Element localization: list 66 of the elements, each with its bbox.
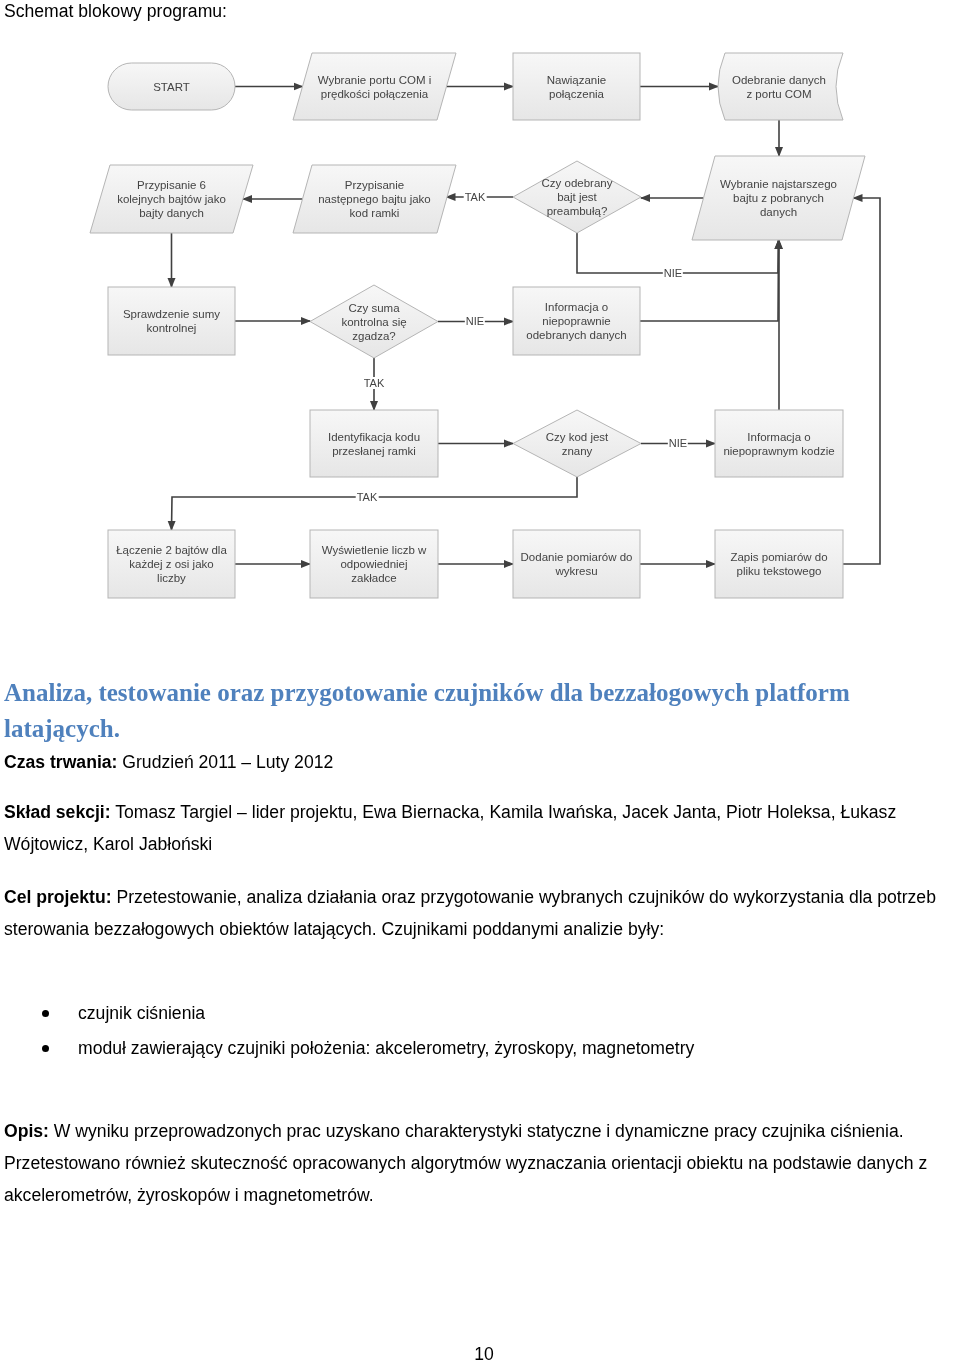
edge-label: TAK (355, 491, 379, 503)
process-box (310, 410, 438, 477)
process-box (513, 287, 640, 355)
arrow (639, 560, 716, 568)
node-label: Dodanie pomiarów do wykresu (519, 550, 634, 578)
arrow (167, 232, 176, 288)
paragraph: Skład sekcji: Tomasz Targiel – lider projektu, Ewa Biernacka, Kamila Iwańska, Jacek Janta, Piotr Holeksa, Łukasz Wójtowicz, Karol Jabłoński (4, 801, 898, 856)
arrow (639, 82, 719, 91)
node-label: Identyfikacja kodu przesłanej ramki (326, 429, 422, 458)
terminator-shape (108, 63, 235, 110)
node-label: Zapis pomiarów do pliku tekstowego (729, 550, 829, 578)
node-label: Łączenie 2 bajtów dla każdej z osi jako liczby (115, 543, 228, 585)
decision-diamond (513, 410, 641, 477)
node-label: Wyświetlenie liczb w odpowiedniej zakładce (320, 543, 428, 585)
node-label: Przypisanie następnego bajtu jako kod ramki (317, 178, 432, 220)
arrow (234, 82, 304, 91)
node-label: Wybranie najstarszego bajtu z pobranych danych (719, 177, 838, 219)
arrow (167, 476, 578, 531)
arrow (640, 194, 705, 202)
stored-data-shape (715, 53, 843, 120)
arrow (445, 82, 514, 91)
arrow (775, 239, 783, 411)
decision-diamond (310, 285, 438, 358)
node-label: Przypisanie 6 kolejnych bajtów jako bajty danych (116, 178, 227, 220)
process-box (715, 530, 843, 598)
arrow (234, 317, 311, 325)
diagram-title: Schemat blokowy programu: (4, 0, 227, 22)
edge-label: TAK (463, 191, 487, 203)
process-box (715, 410, 843, 477)
data-parallelogram (90, 165, 253, 233)
node-label: Odebranie danych z portu COM (731, 72, 827, 101)
data-parallelogram (293, 53, 456, 120)
node-label: Sprawdzenie sumy kontrolnej (121, 307, 222, 335)
arrow (242, 195, 304, 203)
node-label: Informacja o niepoprawnym kodzie (722, 429, 836, 458)
paragraph: Czas trwania: Grudzień 2011 – Luty 2012 (4, 751, 335, 774)
node-label: Czy kod jest znany (544, 429, 610, 458)
paragraph: Cel projektu: Przetestowanie, analiza działania oraz przygotowanie wybranych czujników do wykorzystania dla potrzeb sterowania bezzałogowych obiektów latających. Czujnikami poddanymi analizie były: (4, 886, 937, 941)
node-label: START (153, 79, 190, 94)
node-label: Informacja o niepoprawnie odebranych danych (525, 300, 628, 342)
node-label: Nawiązanie połączenia (545, 72, 608, 101)
arrow (234, 560, 311, 568)
node-label: Czy suma kontrolna się zgadza? (340, 300, 408, 343)
decision-diamond (513, 161, 641, 233)
node-label: Wybranie portu COM i prędkości połączenia (316, 72, 433, 101)
arrow (842, 194, 881, 565)
edge-label: TAK (362, 377, 386, 389)
process-box (108, 530, 235, 598)
edge-label: NIE (662, 267, 684, 279)
data-parallelogram (293, 165, 456, 233)
process-box (513, 530, 640, 598)
node-label: Czy odebrany bajt jest preambułą? (540, 176, 614, 218)
arrow (437, 560, 514, 568)
section-heading: Analiza, testowanie oraz przygotowanie czujników dla bezzałogowych platform latających. (4, 678, 851, 744)
process-box (108, 287, 235, 355)
data-parallelogram (692, 156, 865, 240)
paragraph: Opis: W wyniku przeprowadzonych prac uzyskano charakterystyki statyczne i dynamiczne pracy czujnika ciśnienia. Przetestowano również skuteczność opracowanych algorytmów wyznaczania orientacji obiektu na podstawie danych z akcelerometrów, żyroskopów i magnetometrów. (4, 1120, 929, 1207)
arrow (437, 439, 514, 448)
list-item: czujnik ciśnienia (78, 1002, 207, 1025)
list-item: moduł zawierający czujniki położenia: akcelerometry, żyroskopy, magnetometry (78, 1037, 696, 1060)
process-box (310, 530, 438, 598)
edge-label: NIE (464, 315, 486, 327)
page-number: 10 (473, 1343, 495, 1363)
process-box (513, 53, 640, 120)
edge-label: NIE (667, 437, 689, 449)
arrow (775, 119, 783, 157)
